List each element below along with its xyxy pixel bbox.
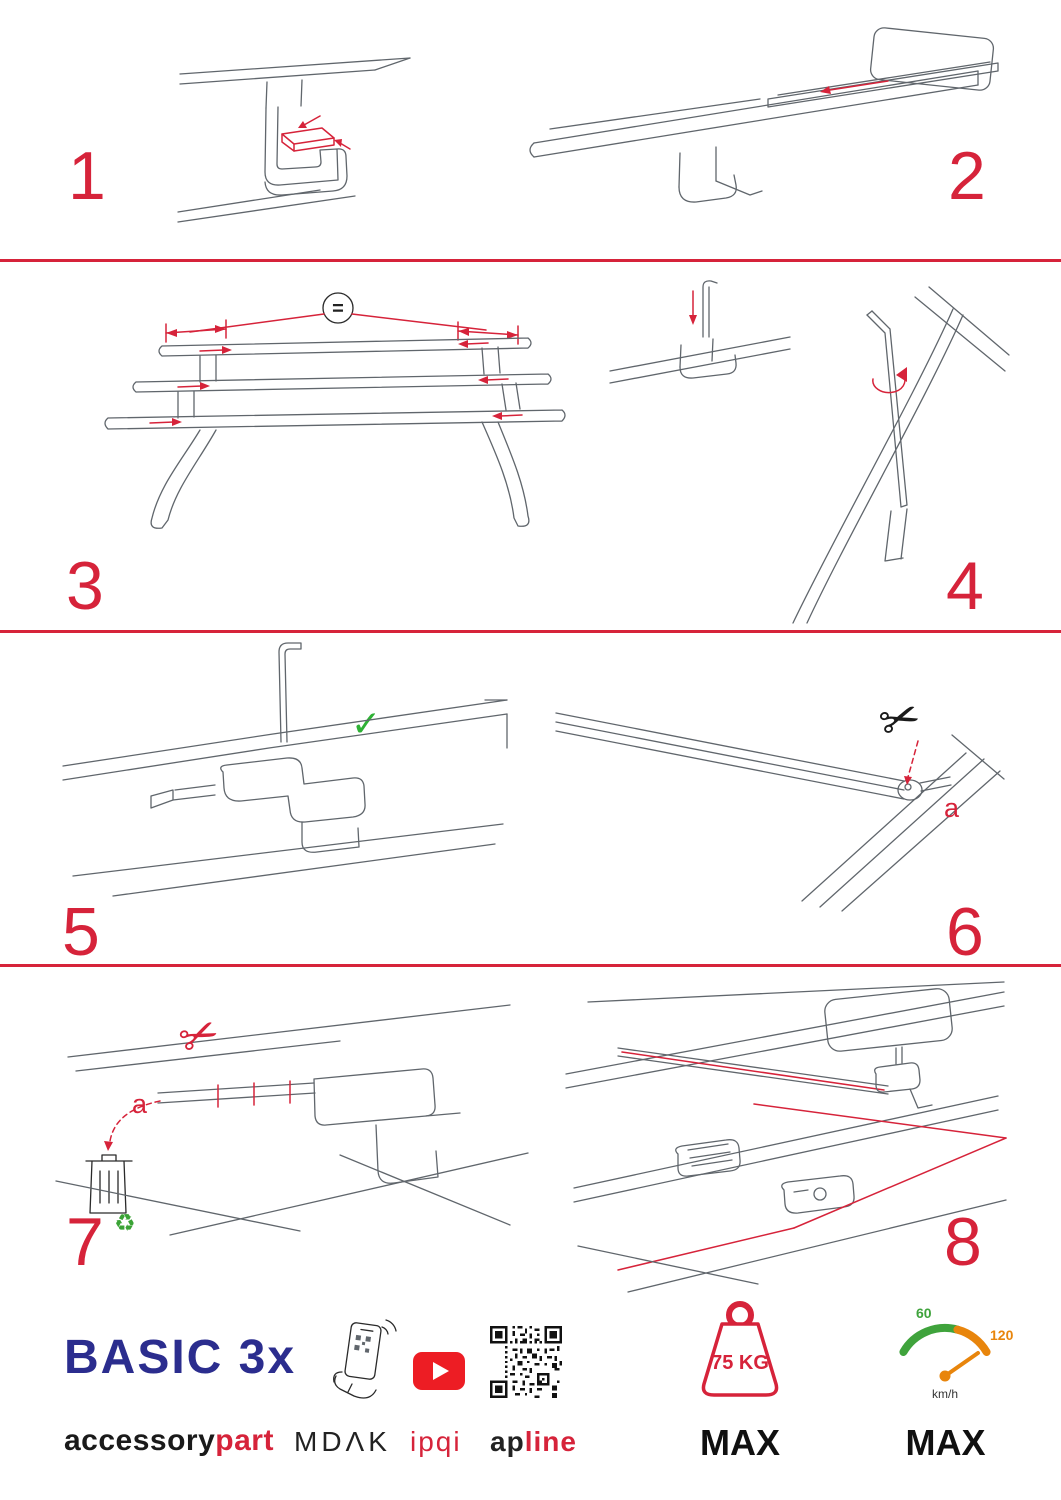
recycle-icon: ♻ (114, 1209, 136, 1237)
brand-part1: accessory (64, 1424, 216, 1457)
partner-mdak: MDΛK (294, 1426, 391, 1457)
equals-badge (322, 292, 354, 324)
trash-icon (85, 1154, 133, 1214)
divider-2 (0, 630, 1061, 633)
step-5-number: 5 (62, 894, 101, 970)
upper-clamp (874, 1046, 933, 1109)
label-a: a (132, 1089, 148, 1119)
scissors-icon: ✂ (872, 687, 928, 753)
weight-value: 75 KG (711, 1352, 769, 1374)
speed-unit: km/h (932, 1387, 958, 1401)
partner-apline: apline (490, 1426, 577, 1458)
divider-1 (0, 259, 1061, 262)
check-icon: ✓ (351, 704, 381, 745)
weight-max-label: MAX (700, 1422, 780, 1463)
youtube-icon (413, 1352, 465, 1390)
step-8-illustration (565, 981, 1007, 1293)
apline-part2: line (524, 1426, 577, 1457)
step-5-illustration: ✓ (62, 642, 508, 897)
rubber-pad (281, 127, 335, 152)
speed-tick-high: 120 (990, 1327, 1013, 1343)
step-3-illustration: = (104, 292, 566, 529)
step-2-number: 2 (948, 138, 987, 214)
speed-max-label: MAX (905, 1422, 986, 1463)
step-7-number: 7 (66, 1204, 105, 1280)
step-8-number: 8 (944, 1204, 983, 1280)
phone-qr-icon (333, 1319, 397, 1399)
product-name: BASIC 3x (64, 1331, 297, 1384)
allen-key (866, 310, 908, 508)
dimension-left (165, 319, 227, 343)
partner-ipqi: ipqi (410, 1426, 462, 1457)
step-1-number: 1 (68, 138, 107, 214)
step-2-illustration (529, 27, 999, 203)
brand-part2: part (215, 1424, 274, 1457)
apline-part1: ap (490, 1426, 525, 1457)
speed-tick-low: 60 (916, 1305, 932, 1321)
speedometer-icon: 60 120 km/h (899, 1305, 1013, 1401)
step-3-number: 3 (66, 548, 105, 624)
t-adapter (781, 1175, 855, 1214)
foot-piece (675, 1139, 741, 1177)
brand-logo: accessorypart (64, 1424, 274, 1458)
step-7-illustration: ✂ a ♻ (55, 1003, 529, 1237)
divider-3 (0, 964, 1061, 967)
step-6-illustration: ✂ a (555, 687, 1005, 912)
scissors-icon: ✂ (170, 1003, 227, 1068)
step-4-illustration (609, 280, 1010, 624)
equals-label: = (332, 298, 344, 320)
step-1-illustration (177, 57, 411, 223)
dimension-right (457, 321, 519, 345)
qr-code (490, 1326, 562, 1398)
weight-icon: 75 KG (701, 1301, 779, 1397)
label-a: a (944, 793, 960, 823)
step-4-number: 4 (946, 548, 985, 624)
step-6-number: 6 (946, 894, 985, 970)
